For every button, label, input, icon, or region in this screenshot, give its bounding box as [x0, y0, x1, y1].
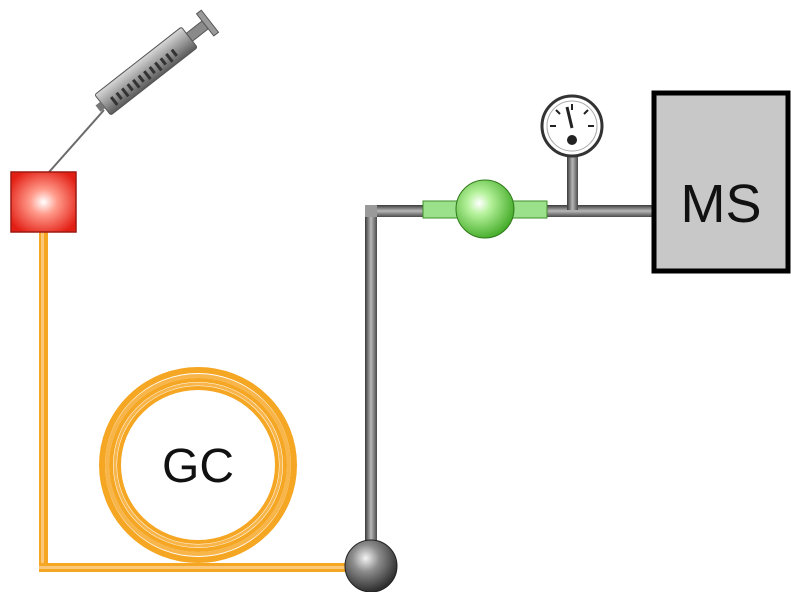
- pressure-gauge-icon: [540, 94, 604, 158]
- ms-label: MS: [681, 174, 762, 234]
- injector-port: [10, 171, 77, 233]
- gc-label: GC: [162, 440, 234, 493]
- junction-ball: [344, 539, 398, 592]
- ms-detector: [651, 90, 791, 274]
- valve: [422, 179, 548, 239]
- gc-transfer-line: [39, 230, 354, 572]
- syringe-icon: [41, 9, 220, 181]
- gauge-stem: [567, 150, 578, 210]
- transfer-pipe: [365, 205, 655, 560]
- gc-column-coil: [99, 367, 297, 563]
